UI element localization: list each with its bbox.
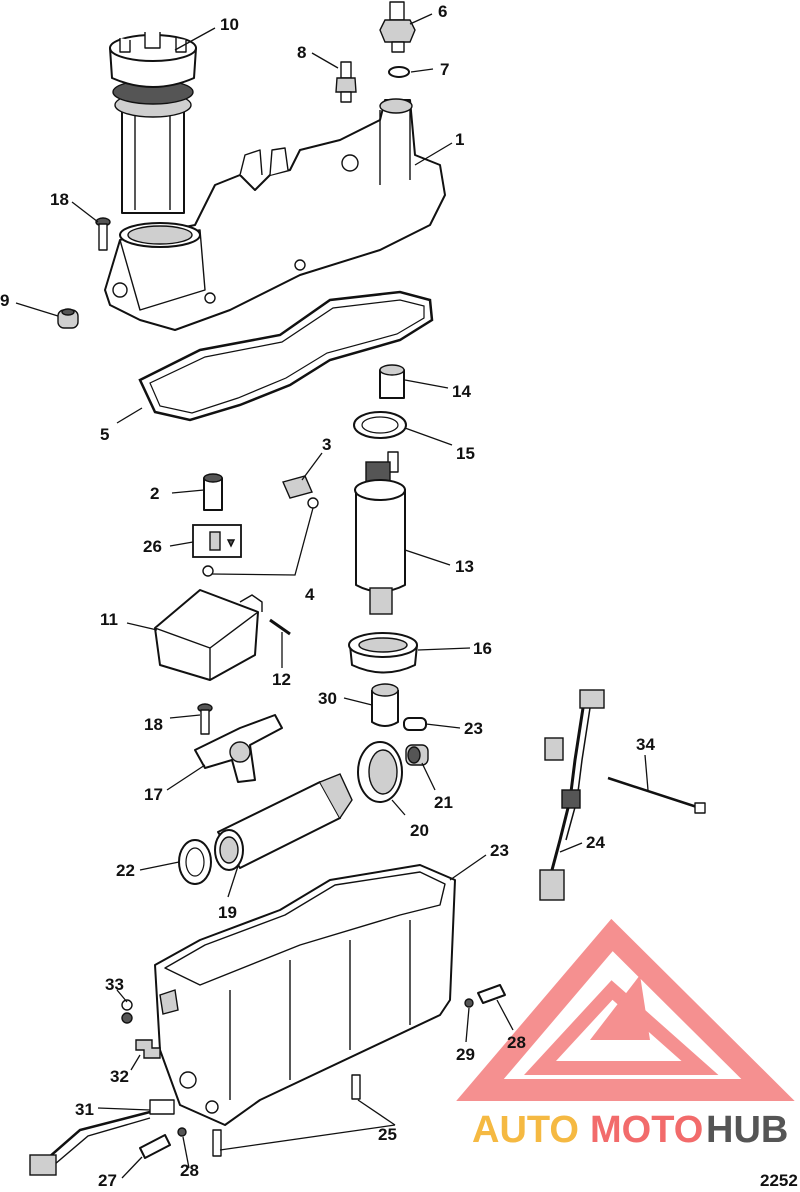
callout-28-right: 28 — [507, 1033, 526, 1052]
callout-10: 10 — [220, 15, 239, 34]
callout-33: 30 — [318, 689, 337, 708]
callout-34: 34 — [636, 735, 655, 754]
callout-13: 13 — [455, 557, 474, 576]
part-26-fittings — [212, 1074, 361, 1157]
part-16-ring — [348, 632, 418, 674]
callout-29-left: 28 — [180, 1161, 199, 1180]
part-21-seal — [178, 839, 212, 885]
callout-32: 33 — [105, 975, 124, 994]
part-32-plugs — [121, 999, 133, 1024]
callout-20: 20 — [410, 821, 429, 840]
part-29-oring-left — [177, 1127, 187, 1137]
callout-25: 23 — [464, 719, 483, 738]
part-22-fitting — [405, 744, 429, 766]
callout-31: 32 — [110, 1067, 129, 1086]
callout-15: 15 — [456, 444, 475, 463]
watermark-logo — [456, 918, 795, 1101]
part-34-tie-strap — [607, 776, 706, 814]
part-17-bracket — [194, 714, 283, 783]
leader-lines — [15, 13, 649, 1179]
part-28-fitting-right — [477, 984, 506, 1004]
callout-2: 2 — [150, 484, 159, 503]
callout-26: 25 — [378, 1125, 397, 1144]
callout-16: 16 — [473, 639, 492, 658]
callout-30: 31 — [75, 1100, 94, 1119]
part-24-harness — [539, 689, 605, 901]
callout-19: 19 — [218, 903, 237, 922]
part-19-pump — [214, 773, 353, 871]
callout-18-top: 18 — [50, 190, 69, 209]
callout-24: 24 — [586, 833, 605, 852]
watermark-word-auto: AUTO — [472, 1109, 579, 1151]
callout-21: 22 — [116, 861, 135, 880]
callout-11: 11 — [100, 610, 118, 629]
part-33-bracket — [371, 683, 399, 727]
callout-27: 26 — [143, 537, 162, 556]
part-4-screws — [202, 497, 319, 577]
part-7-washer — [388, 66, 410, 78]
callout-7: 7 — [440, 60, 449, 79]
part-5-gasket — [138, 290, 434, 422]
part-2-bushing — [203, 473, 223, 511]
part-6-fitting — [379, 1, 416, 53]
part-20-seal — [357, 741, 403, 803]
callout-17: 17 — [144, 785, 163, 804]
part-10-filter-assembly — [109, 32, 197, 214]
part-14-bushing — [379, 364, 405, 399]
watermark-word-hub: HUB — [706, 1109, 788, 1151]
callout-1: 1 — [455, 130, 464, 149]
part-9-grommet — [57, 308, 79, 329]
callout-labels: 10 6 7 8 1 18 9 5 14 15 3 2 26 13 4 11 1… — [0, 2, 655, 1190]
watermark-word-moto: MOTO — [590, 1109, 703, 1151]
part-18-screw-top — [95, 217, 111, 251]
part-23-lower-housing — [154, 864, 456, 1126]
callout-8: 8 — [297, 43, 306, 62]
part-31-elbow — [135, 1039, 161, 1059]
callout-29-right: 29 — [456, 1045, 475, 1064]
part-29-oring-right — [464, 998, 474, 1008]
part-1-top-cover — [104, 98, 446, 331]
part-27-fuse-box — [192, 524, 242, 558]
part-30-sensor — [29, 1099, 175, 1176]
part-12-pin — [269, 618, 291, 636]
part-11-module — [154, 589, 263, 681]
callout-3: 3 — [322, 435, 331, 454]
part-25-fitting — [403, 717, 427, 731]
part-18-screw-lower — [197, 703, 213, 735]
figure-reference-number: 2252 — [760, 1171, 798, 1190]
callout-28-left: 27 — [98, 1171, 117, 1190]
part-8-fitting — [335, 61, 357, 103]
callout-5: 5 — [100, 425, 109, 444]
callout-4: 4 — [305, 585, 315, 604]
callout-6: 6 — [438, 2, 447, 21]
callout-22: 21 — [434, 793, 453, 812]
part-15-seal-ring — [353, 411, 407, 439]
part-3-clip — [282, 475, 313, 499]
callout-14: 14 — [452, 382, 471, 401]
part-28-fitting-left — [139, 1134, 171, 1159]
callout-23: 23 — [490, 841, 509, 860]
callout-9: 9 — [0, 291, 9, 310]
watermark-wordmark: AUTO MOTO HUB — [472, 1109, 788, 1151]
part-13-fuel-pump — [354, 451, 406, 615]
callout-18-lower: 18 — [144, 715, 163, 734]
callout-12: 12 — [272, 670, 291, 689]
